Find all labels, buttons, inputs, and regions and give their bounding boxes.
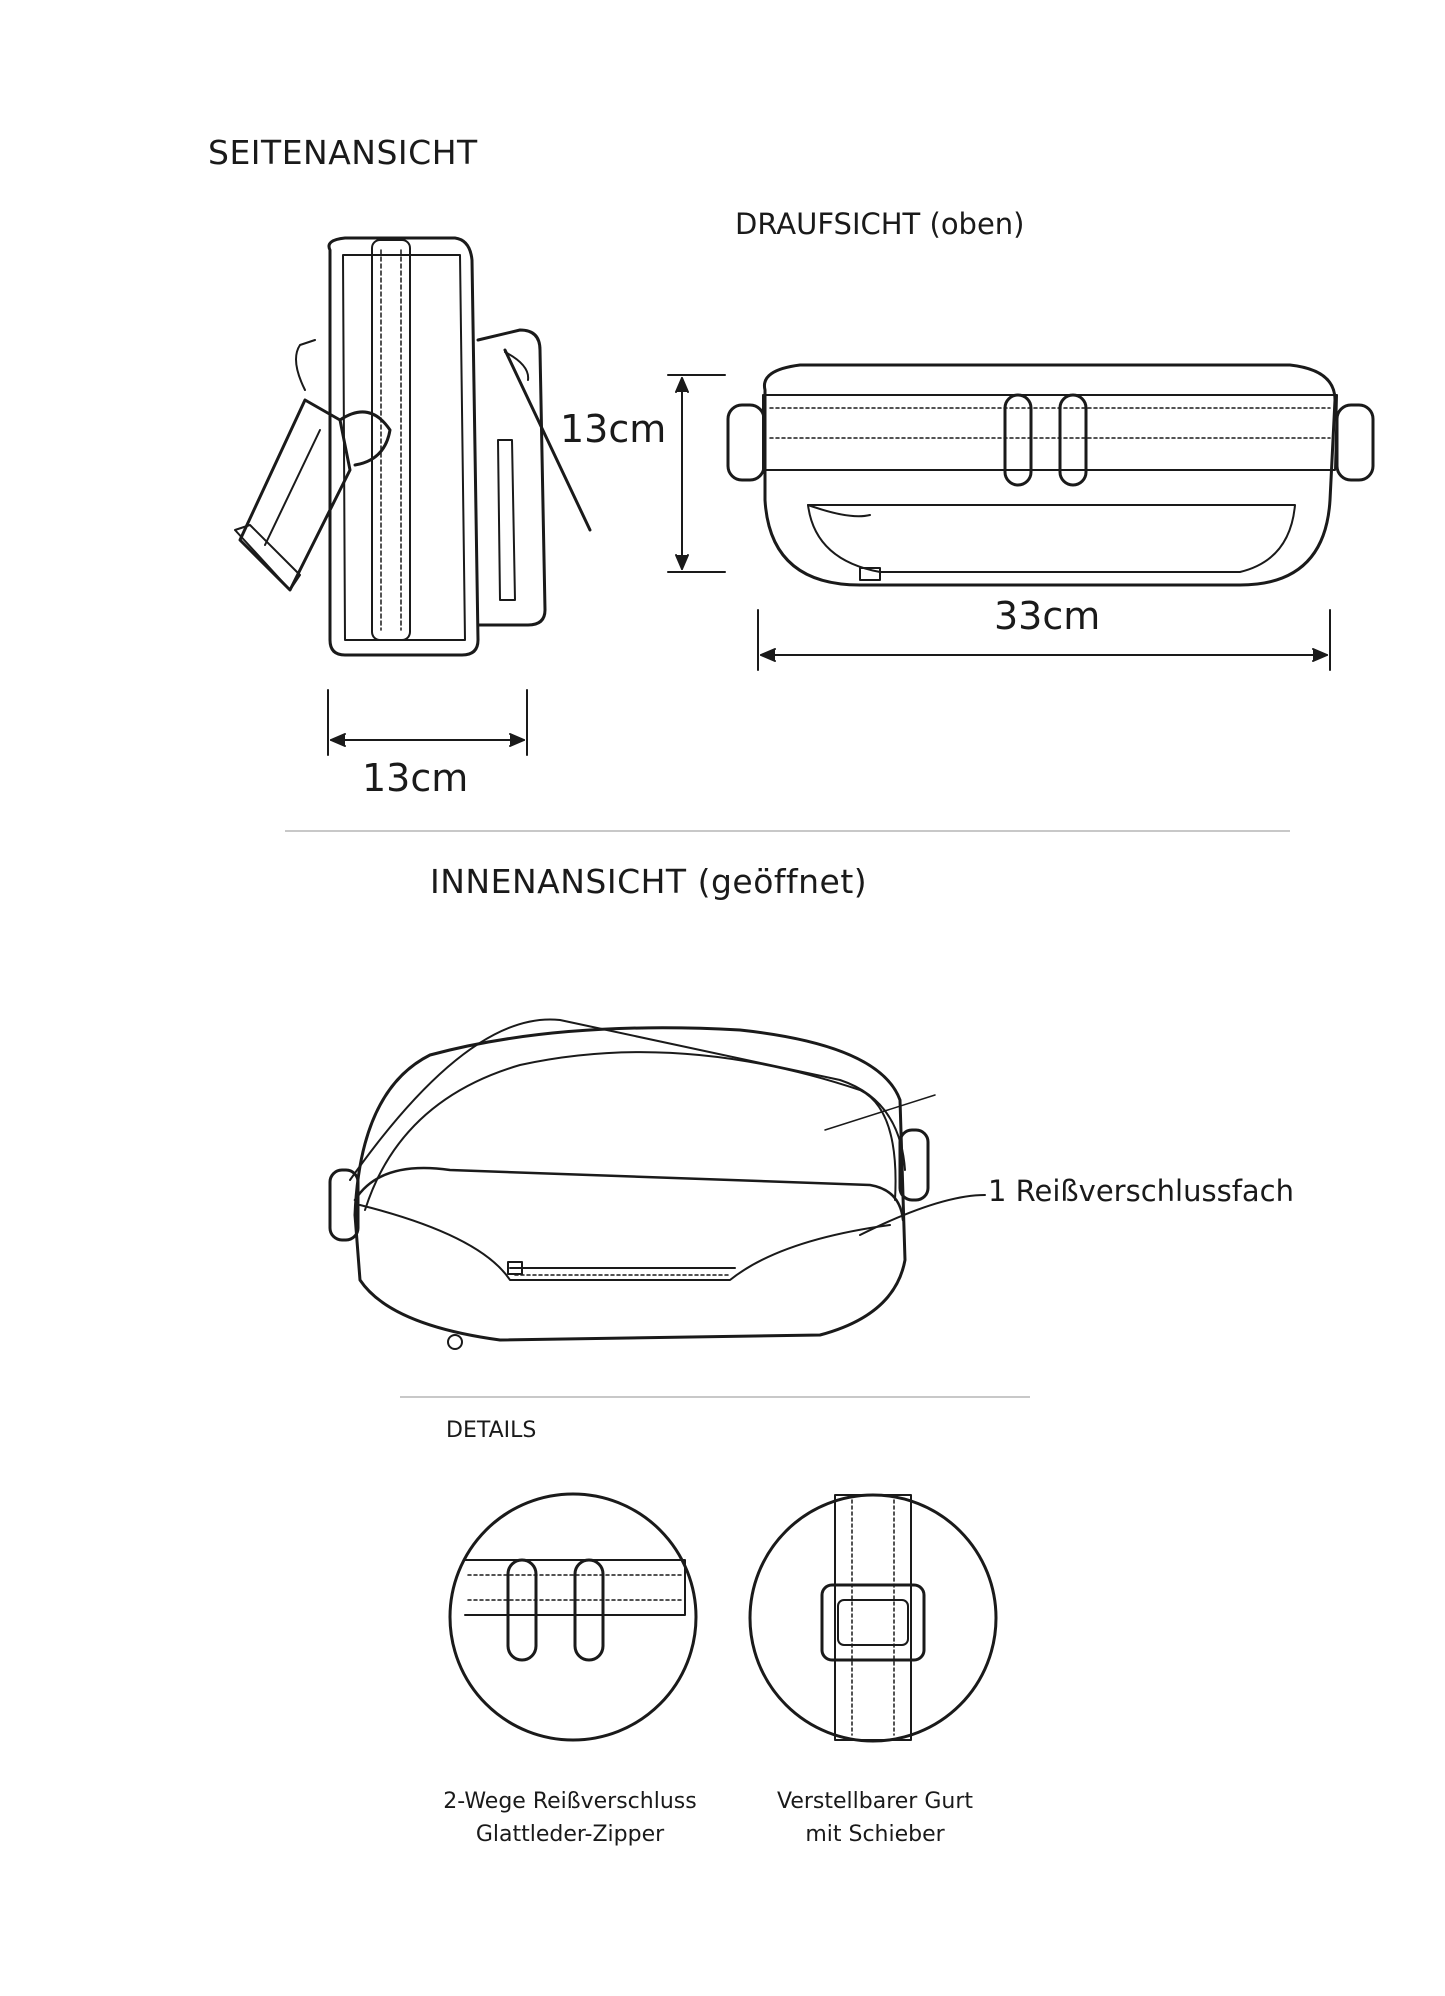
top-view-bag-drawing [726,363,1375,587]
top-view-heading: DRAUFSICHT (oben) [735,207,1025,241]
inner-pocket-callout: 1 Reißverschlussfach [988,1174,1295,1208]
strap-detail-caption: Verstellbarer Gurt mit Schieber [725,1785,1025,1851]
depth-dimension-label: 13cm [362,756,469,800]
zipper-detail-caption: 2-Wege Reißverschluss Glattleder-Zipper [420,1785,720,1851]
section-divider [285,830,1290,832]
side-view-bag-drawing [234,236,592,657]
top-view-title: DRAUFSICHT [735,207,921,241]
inside-view-suffix: (geöffnet) [697,862,868,901]
height-dimension-arrow [667,374,726,573]
top-view-suffix: (oben) [929,207,1025,241]
width-dimension-label: 33cm [994,594,1101,638]
details-heading: DETAILS [446,1418,537,1443]
inside-view-bag-drawing [328,1018,936,1350]
width-dimension-arrow [757,609,1331,671]
strap-detail-caption-line1: Verstellbarer Gurt [776,1789,973,1814]
inside-view-title: INNENANSICHT [430,862,687,901]
strap-detail-drawing [748,1493,998,1743]
side-view-heading: SEITENANSICHT [208,133,478,172]
inner-pocket-leader-line [859,1194,986,1236]
inside-view-heading: INNENANSICHT (geöffnet) [430,862,867,901]
zipper-detail-caption-line2: Glattleder-Zipper [475,1822,665,1847]
depth-dimension-arrow [327,689,528,756]
height-dimension-label: 13cm [560,407,667,451]
strap-detail-caption-line2: mit Schieber [805,1822,945,1847]
zipper-detail-caption-line1: 2-Wege Reißverschluss [443,1789,697,1814]
zipper-detail-drawing [448,1492,698,1742]
details-divider [400,1396,1030,1398]
